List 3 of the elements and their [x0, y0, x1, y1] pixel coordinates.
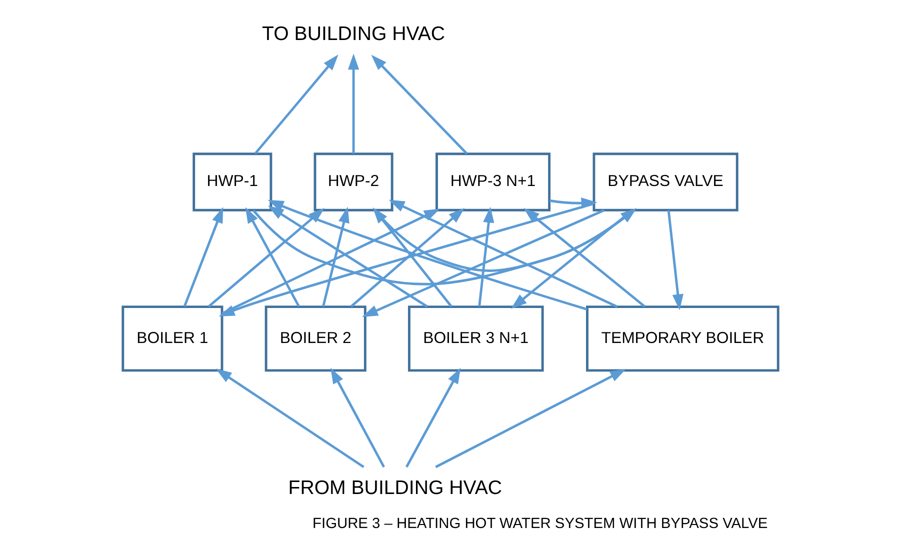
- node-text: TO BUILDING HVAC: [262, 22, 445, 45]
- caption: FIGURE 3 – HEATING HOT WATER SYSTEM WITH BYPASS VALVE: [312, 516, 768, 532]
- node-text: FROM BUILDING HVAC: [288, 476, 502, 499]
